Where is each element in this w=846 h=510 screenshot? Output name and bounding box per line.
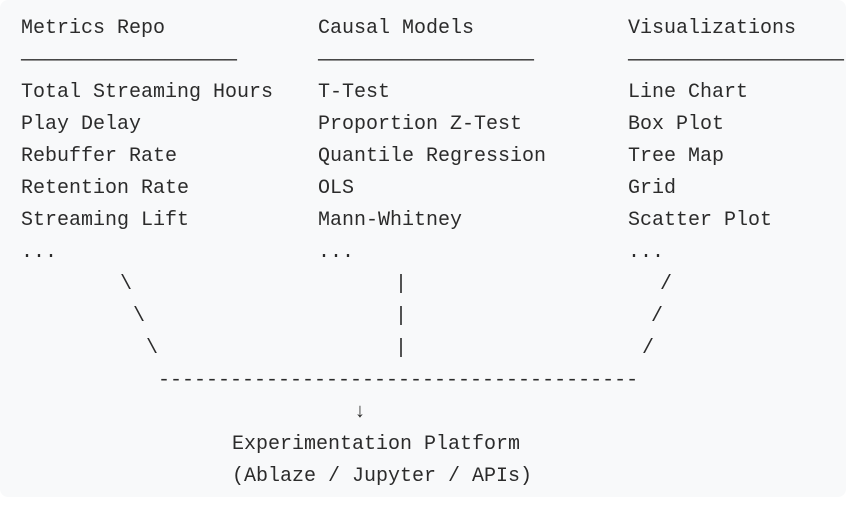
connector-slash: / xyxy=(642,337,655,360)
column-underline: —————————————————— xyxy=(628,49,845,72)
list-item-ellipsis: ... xyxy=(628,241,665,264)
connector-pipe: | xyxy=(395,305,408,328)
list-item: Play Delay xyxy=(21,113,142,136)
list-item: Quantile Regression xyxy=(318,145,547,168)
list-item-ellipsis: ... xyxy=(318,241,355,264)
column-title: Causal Models xyxy=(318,17,475,40)
list-item: Tree Map xyxy=(628,145,725,168)
connector-backslash: \ xyxy=(146,337,159,360)
dashed-junction-line: ---------------------------------------- xyxy=(158,369,639,392)
platform-title: Experimentation Platform xyxy=(232,433,521,456)
connector-pipe: | xyxy=(395,273,408,296)
connector-backslash: \ xyxy=(120,273,133,296)
list-item: Mann-Whitney xyxy=(318,209,463,232)
list-item: Streaming Lift xyxy=(21,209,190,232)
list-item: Retention Rate xyxy=(21,177,190,200)
ascii-diagram-panel: Metrics Repo —————————————————— Total St… xyxy=(21,13,845,488)
list-item: OLS xyxy=(318,177,355,200)
column-causal-models: Causal Models —————————————————— T-Test … xyxy=(318,13,546,269)
list-item: Grid xyxy=(628,177,677,200)
platform-subtitle: (Ablaze / Jupyter / APIs) xyxy=(232,465,533,488)
connector-backslash: \ xyxy=(133,305,146,328)
list-item: Scatter Plot xyxy=(628,209,773,232)
list-item: Proportion Z-Test xyxy=(318,113,523,136)
column-underline: —————————————————— xyxy=(318,49,535,72)
list-item: Rebuffer Rate xyxy=(21,145,178,168)
list-item: T-Test xyxy=(318,81,391,104)
connector-slash: / xyxy=(651,305,664,328)
list-item-ellipsis: ... xyxy=(21,241,58,264)
list-item: Total Streaming Hours xyxy=(21,81,274,104)
list-item: Box Plot xyxy=(628,113,725,136)
column-underline: —————————————————— xyxy=(21,49,238,72)
connector-slash: / xyxy=(660,273,673,296)
down-arrow: ↓ xyxy=(354,401,367,424)
column-title: Metrics Repo xyxy=(21,17,166,40)
column-metrics-repo: Metrics Repo —————————————————— Total St… xyxy=(21,13,273,269)
column-visualizations: Visualizations —————————————————— Line C… xyxy=(628,13,844,269)
list-item: Line Chart xyxy=(628,81,749,104)
column-title: Visualizations xyxy=(628,17,797,40)
connector-pipe: | xyxy=(395,337,408,360)
